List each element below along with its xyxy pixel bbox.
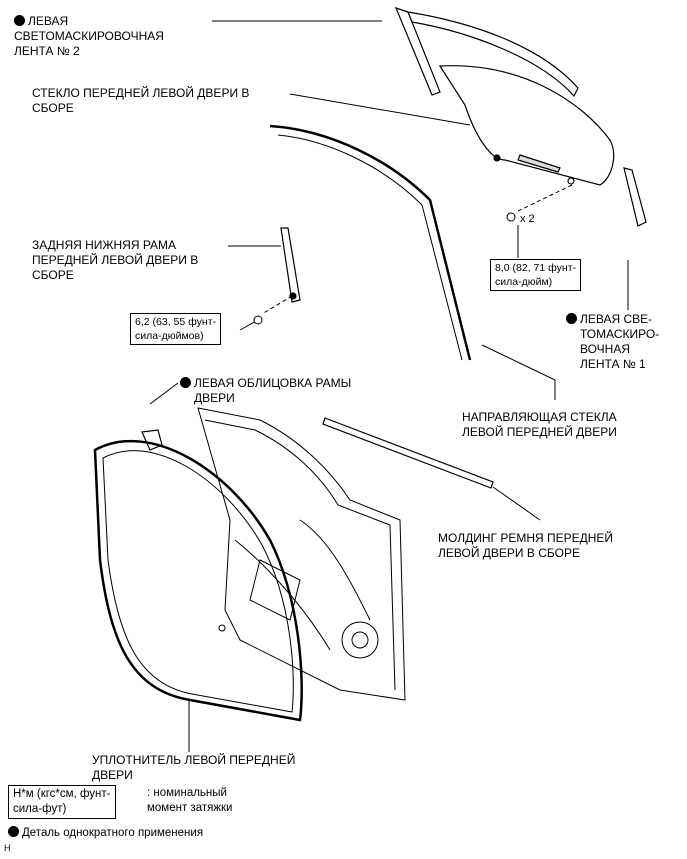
label-light-shield-tape-1: ЛЕВАЯ СВЕ- ТОМАСКИРО- ВОЧНАЯ ЛЕНТА № 1	[566, 312, 659, 372]
weatherstrip-part	[93, 439, 303, 722]
door-frame-garnish-part	[141, 429, 163, 451]
glass-bolt-count: x 2	[520, 213, 535, 225]
belt-moulding-part	[322, 417, 494, 489]
non-reusable-bullet-icon	[180, 377, 191, 388]
label-weatherstrip: УПЛОТНИТЕЛЬ ЛЕВОЙ ПЕРЕДНЕЙ ДВЕРИ	[92, 753, 296, 782]
label-light-shield-tape-2: ЛЕВАЯ СВЕТОМАСКИРОВОЧНАЯ ЛЕНТА № 2	[14, 14, 164, 58]
non-reusable-bullet-icon	[566, 313, 577, 324]
leader-front-door-glass	[289, 93, 471, 126]
label-rear-lower-frame: ЗАДНЯЯ НИЖНЯЯ РАМА ПЕРЕДНЕЙ ЛЕВОЙ ДВЕРИ …	[32, 238, 199, 282]
torque-box-frame-bolt: 6,2 (63, 55 фунт- сила-дюймов)	[130, 313, 221, 345]
figure-code: H	[4, 843, 11, 853]
torque-box-glass-bolts: 8,0 (82, 71 фунт- сила-дюйм)	[490, 259, 581, 291]
label-door-frame-garnish: ЛЕВАЯ ОБЛИЦОВКА РАМЫ ДВЕРИ	[180, 376, 351, 406]
glass-run-part	[269, 124, 472, 361]
leader-belt-moulding	[492, 486, 541, 521]
label-glass-run: НАПРАВЛЯЮЩАЯ СТЕКЛА ЛЕВОЙ ПЕРЕДНЕЙ ДВЕРИ	[462, 410, 617, 439]
door-panel-part	[197, 407, 406, 701]
front-door-glass-part	[438, 65, 615, 186]
bolt-icons	[218, 212, 516, 632]
light-shield-tape-2-part	[394, 7, 579, 98]
non-reusable-bullet-icon	[14, 15, 25, 26]
label-belt-moulding: МОЛДИНГ РЕМНЯ ПЕРЕДНЕЙ ЛЕВОЙ ДВЕРИ В СБО…	[438, 531, 614, 560]
non-reusable-bullet-icon	[8, 826, 19, 837]
leader-glass-run	[481, 344, 556, 381]
rear-lower-frame-part	[280, 227, 301, 303]
legend-torque-unit: Н*м (кгс*см, фунт- сила-фут)	[8, 785, 116, 819]
label-front-door-glass: СТЕКЛО ПЕРЕДНЕЙ ЛЕВОЙ ДВЕРИ В СБОРЕ	[32, 86, 250, 115]
light-shield-tape-1-part	[623, 167, 647, 227]
legend-non-reusable: Деталь однократного применения	[8, 826, 203, 841]
legend-torque-desc: : номинальный момент затяжки	[147, 787, 233, 814]
